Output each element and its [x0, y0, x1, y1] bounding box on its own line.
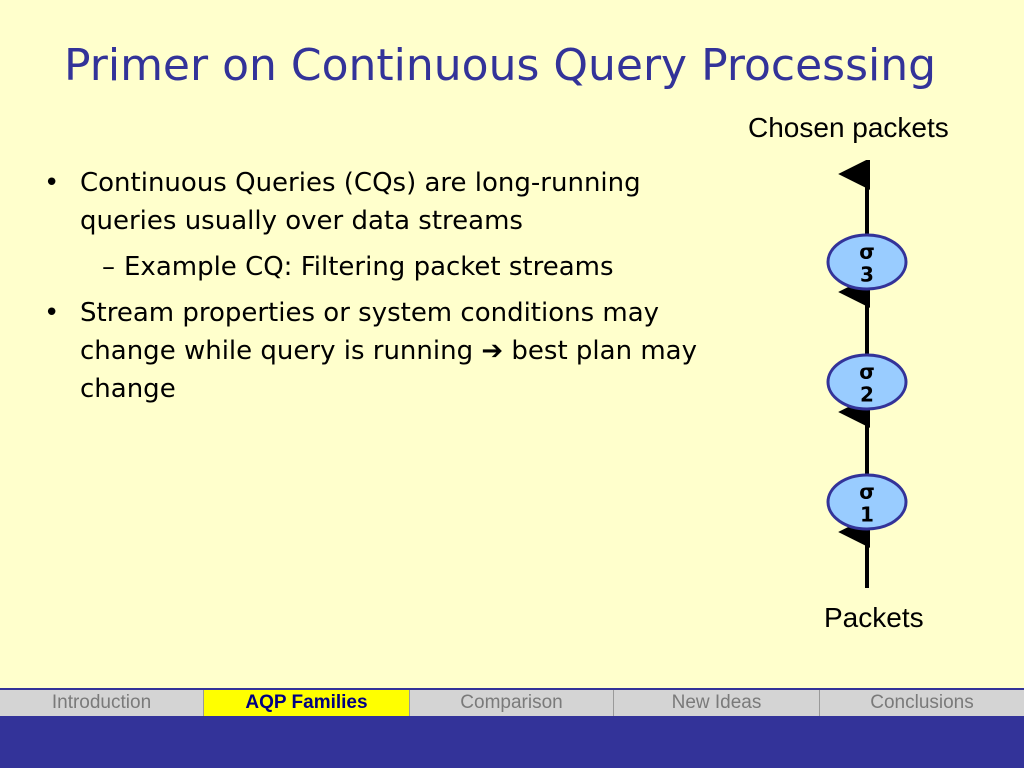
sub-bullet-item: – Example CQ: Filtering packet streams [44, 248, 744, 286]
operator-symbol: σ [859, 360, 875, 384]
query-plan-diagram: σ 3 σ 2 σ 1 [826, 160, 908, 588]
footer-bar [0, 716, 1024, 768]
operator-node: σ 2 [826, 353, 908, 411]
operator-index: 2 [860, 383, 874, 407]
operator-symbol: σ [859, 480, 875, 504]
sub-bullet-text: Example CQ: Filtering packet streams [124, 252, 614, 282]
nav-tab-aqp-families[interactable]: AQP Families [204, 690, 410, 716]
operator-node: σ 3 [826, 233, 908, 291]
sub-bullet-dash: – [102, 252, 115, 282]
nav-tab-introduction[interactable]: Introduction [0, 690, 204, 716]
bullet-text-before-arrow: Stream properties or system conditions m… [80, 298, 660, 366]
bullet-dot: • [44, 168, 60, 198]
bullet-text-after-arrow: best plan may change [80, 336, 697, 404]
packets-label: Packets [824, 602, 924, 633]
operator-node: σ 1 [826, 473, 908, 531]
bullet-item: • Continuous Queries (CQs) are long-runn… [44, 164, 744, 240]
nav-tab-comparison[interactable]: Comparison [410, 690, 614, 716]
bullet-dot: • [44, 298, 60, 328]
nav-tab-new-ideas[interactable]: New Ideas [614, 690, 820, 716]
nav-tab-conclusions[interactable]: Conclusions [870, 692, 974, 713]
bullet-text: Continuous Queries (CQs) are long-runnin… [80, 168, 641, 236]
section-nav-bar: Introduction AQP Families Comparison New… [0, 688, 1024, 716]
operator-index: 3 [860, 263, 874, 287]
right-arrow-icon: ➔ [481, 336, 504, 366]
operator-symbol: σ [859, 240, 875, 264]
operator-index: 1 [860, 503, 874, 527]
bullet-list: • Continuous Queries (CQs) are long-runn… [44, 164, 744, 408]
chosen-packets-label: Chosen packets [748, 112, 949, 143]
bullet-item: • Stream properties or system conditions… [44, 294, 744, 408]
slide-title: Primer on Continuous Query Processing [64, 40, 937, 91]
